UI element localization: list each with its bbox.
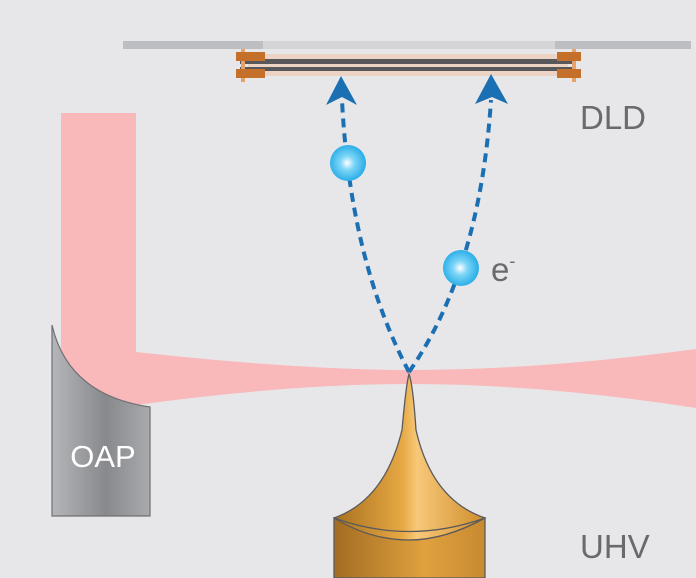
detector-label: DLD — [580, 99, 646, 136]
detector-flange-center — [263, 41, 555, 49]
electron-charge: - — [509, 251, 515, 271]
detector-flange-left — [123, 41, 263, 49]
trajectory-left — [340, 99, 411, 373]
detector-flange-right — [555, 41, 691, 49]
laser-beam-incoming — [61, 113, 136, 373]
chamber-label: UHV — [580, 528, 650, 565]
arrow-head-left — [326, 76, 357, 105]
metal-tip — [332, 371, 487, 578]
electron-trajectories — [340, 99, 493, 374]
detector-bracket-left — [236, 49, 265, 82]
detector-plate-top — [240, 59, 575, 64]
oap-label: OAP — [70, 439, 135, 474]
electron-1 — [330, 145, 366, 181]
detector: DLD — [123, 41, 691, 136]
laser-beam — [61, 113, 696, 408]
electron-2 — [443, 250, 479, 286]
trajectory-right — [407, 99, 493, 374]
electron-symbol: e — [491, 251, 509, 288]
oap-mirror: OAP — [51, 324, 151, 517]
detector-bracket-right — [557, 49, 581, 82]
detector-frame — [248, 54, 568, 76]
tip-cone — [332, 371, 487, 541]
detector-plate-bottom — [240, 67, 575, 71]
laser-beam-focused — [61, 349, 696, 408]
arrow-head-right — [475, 74, 508, 104]
electron-label: e- — [491, 251, 515, 288]
